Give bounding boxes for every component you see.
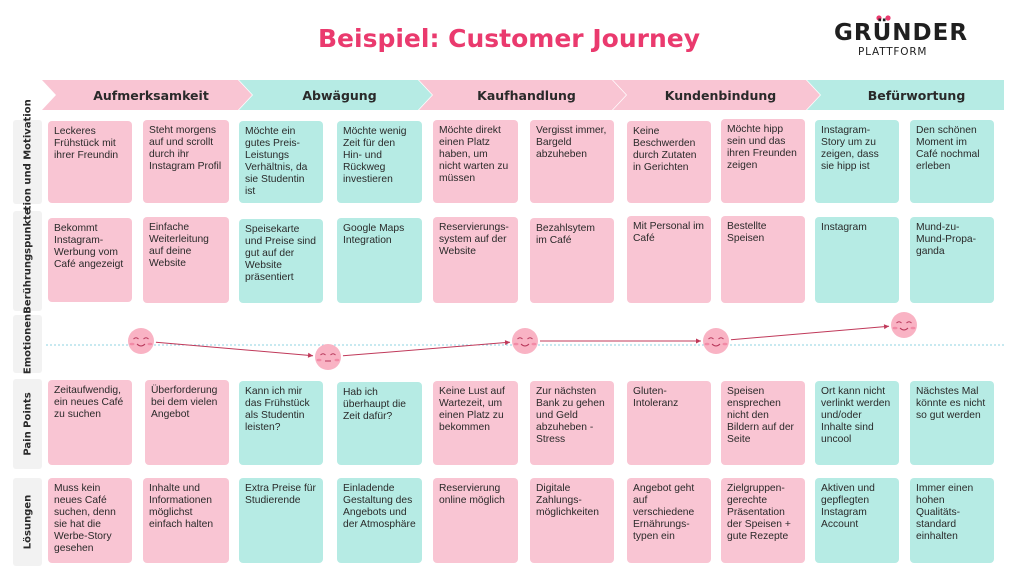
card-aktion-7: Keine Beschwerden durch Zutaten in Geric… bbox=[627, 121, 711, 203]
card-aktion-3: Möchte ein gutes Preis-Leistungs Verhält… bbox=[239, 121, 323, 203]
card-pain-2: Überforderung bei dem vielen Angebot bbox=[145, 380, 229, 465]
stage-arrow-shape bbox=[613, 80, 820, 110]
card-aktion-2: Steht morgens auf und scrollt durch ihr … bbox=[143, 120, 229, 203]
card-loesung-8: Zielgruppen-gerechte Präsentation der Sp… bbox=[721, 478, 805, 563]
card-beruehrung-6: Bezahlsytem im Café bbox=[530, 218, 614, 303]
card-beruehrung-2: Einfache Weiterleitung auf deine Website bbox=[143, 217, 229, 303]
card-loesung-7: Angebot geht auf verschiedene Ernährungs… bbox=[627, 478, 711, 563]
stage-arrows bbox=[42, 80, 1004, 110]
stage-arrow-shape bbox=[42, 80, 252, 110]
emotion-connector bbox=[730, 325, 890, 341]
stage-kundenbindung: Kundenbindung bbox=[664, 87, 777, 103]
logo-subtitle: PLATTFORM bbox=[858, 46, 928, 58]
card-pain-4: Hab ich überhaupt die Zeit dafür? bbox=[337, 382, 422, 465]
card-loesung-3: Extra Preise für Studierende bbox=[239, 478, 323, 563]
row-label-pain-points: Pain Points bbox=[13, 379, 42, 469]
card-pain-8: Speisen ensprechen nicht den Bildern auf… bbox=[721, 381, 805, 465]
card-pain-7: Gluten-Intoleranz bbox=[627, 381, 711, 465]
emotion-face-icon bbox=[703, 328, 729, 354]
stage-arrow-shape bbox=[239, 80, 432, 110]
card-aktion-9: Instagram-Story um zu zeigen, dass sie h… bbox=[815, 120, 899, 203]
card-aktion-6: Vergisst immer, Bargeld abzuheben bbox=[530, 120, 614, 203]
stage-aufmerksamkeit: Aufmerksamkeit bbox=[93, 87, 209, 103]
row-label-loesungen: Lösungen bbox=[13, 478, 42, 566]
emotion-connector bbox=[342, 341, 511, 357]
card-aktion-1: Leckeres Frühstück mit ihrer Freundin bbox=[48, 121, 132, 203]
stage-arrow-shape bbox=[419, 80, 626, 110]
card-loesung-6: Digitale Zahlungs-möglichkeiten bbox=[530, 478, 614, 563]
card-beruehrung-8: Bestellte Speisen bbox=[721, 216, 805, 303]
card-beruehrung-4: Google Maps Integration bbox=[337, 218, 422, 303]
card-loesung-9: Aktiven und gepflegten Instagram Account bbox=[815, 478, 899, 563]
stage-befuerwortung: Befürwortung bbox=[867, 87, 966, 103]
card-pain-10: Nächstes Mal könnte es nicht so gut werd… bbox=[910, 381, 994, 465]
card-loesung-1: Muss kein neues Café suchen, denn sie ha… bbox=[48, 478, 132, 563]
stage-kaufhandlung: Kaufhandlung bbox=[477, 87, 576, 103]
card-loesung-4: Einladende Gestaltung des Angebots und d… bbox=[337, 478, 422, 563]
card-loesung-2: Inhalte und Informationen möglichst einf… bbox=[143, 478, 229, 563]
card-aktion-8: Möchte hipp sein und das ihren Freunden … bbox=[721, 119, 805, 203]
row-label-aktion: Aktion und Motivation bbox=[13, 99, 42, 225]
card-loesung-10: Immer einen hohen Qualitäts-standard ein… bbox=[910, 478, 994, 563]
card-beruehrung-5: Reservierungs-system auf der Website bbox=[433, 217, 518, 303]
card-aktion-5: Möchte direkt einen Platz haben, um nich… bbox=[433, 120, 518, 203]
row-label-emotionen: Emotionen bbox=[13, 314, 42, 374]
card-aktion-4: Möchte wenig Zeit für den Hin- und Rückw… bbox=[337, 121, 422, 203]
card-pain-3: Kann ich mir das Frühstück als Studentin… bbox=[239, 381, 323, 465]
emotion-arrowhead bbox=[504, 340, 511, 346]
emotion-arrowhead bbox=[696, 338, 701, 344]
card-beruehrung-9: Instagram bbox=[815, 217, 899, 303]
card-aktion-10: Den schönen Moment im Café nochmal erleb… bbox=[910, 120, 994, 203]
logo-umlaut-dots bbox=[876, 15, 891, 21]
card-beruehrung-1: Bekommt Instagram-Werbung vom Café angez… bbox=[48, 218, 132, 302]
row-label-beruehrung: Berührungspunkte bbox=[13, 208, 42, 314]
logo: GRÜNDER bbox=[834, 20, 969, 46]
emotion-face-icon bbox=[891, 312, 917, 338]
card-loesung-5: Reservierung online möglich bbox=[433, 478, 518, 563]
page-title: Beispiel: Customer Journey bbox=[318, 24, 700, 53]
card-beruehrung-10: Mund-zu-Mund-Propa-ganda bbox=[910, 217, 994, 303]
card-pain-5: Keine Lust auf Wartezeit, um einen Platz… bbox=[433, 381, 518, 465]
emotion-face-icon bbox=[512, 328, 538, 354]
card-pain-6: Zur nächsten Bank zu gehen und Geld abzu… bbox=[530, 381, 614, 465]
emotion-connector bbox=[155, 341, 314, 357]
emotion-arrowhead bbox=[307, 352, 314, 358]
card-beruehrung-7: Mit Personal im Café bbox=[627, 216, 711, 303]
card-pain-9: Ort kann nicht verlinkt werden und/oder … bbox=[815, 381, 899, 465]
card-pain-1: Zeitaufwendig, ein neues Café zu suchen bbox=[48, 380, 132, 465]
emotion-arrowhead bbox=[883, 324, 890, 330]
stage-arrow-shape bbox=[807, 80, 1004, 110]
stage-abwaegung: Abwägung bbox=[302, 87, 377, 103]
emotion-face-icon bbox=[128, 328, 154, 354]
emotion-face-icon bbox=[315, 344, 341, 370]
card-beruehrung-3: Speisekarte und Preise sind gut auf der … bbox=[239, 219, 323, 303]
